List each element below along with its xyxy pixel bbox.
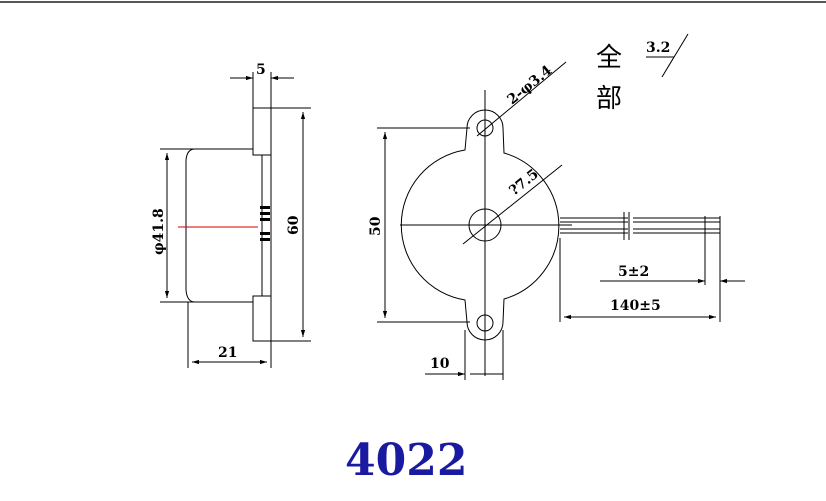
side-thickness-label: 5 <box>256 62 266 78</box>
finish-label-line2: 部 <box>596 84 622 114</box>
finish-label-line1: 全 <box>596 43 622 73</box>
front-wire-strip-label: 5±2 <box>618 264 649 280</box>
front-center-hole-label: ?7.5 <box>506 166 541 199</box>
front-height-label: 50 <box>368 216 384 236</box>
front-wires <box>560 212 721 240</box>
front-holes-label: 2-φ3.4 <box>504 62 555 108</box>
side-height-label: 60 <box>286 215 302 235</box>
side-bottom-tab <box>252 295 272 342</box>
surface-finish-note: 全 部 3.2 <box>596 33 689 114</box>
front-tab-width-label: 10 <box>430 356 450 372</box>
side-depth-label: 21 <box>218 345 237 361</box>
side-top-tab <box>252 107 272 156</box>
side-body <box>185 148 253 303</box>
side-diameter-label: φ41.8 <box>151 208 167 255</box>
side-terminals <box>260 206 270 241</box>
front-body-outline <box>400 109 560 341</box>
front-wire-length-label: 140±5 <box>610 298 661 314</box>
roughness-value: 3.2 <box>646 40 670 56</box>
front-view: 2-φ3.4 ?7.5 50 10 5±2 140±5 <box>368 61 745 380</box>
model-number: 4022 <box>345 435 467 486</box>
side-view: 5 60 φ41.8 21 <box>151 62 311 368</box>
